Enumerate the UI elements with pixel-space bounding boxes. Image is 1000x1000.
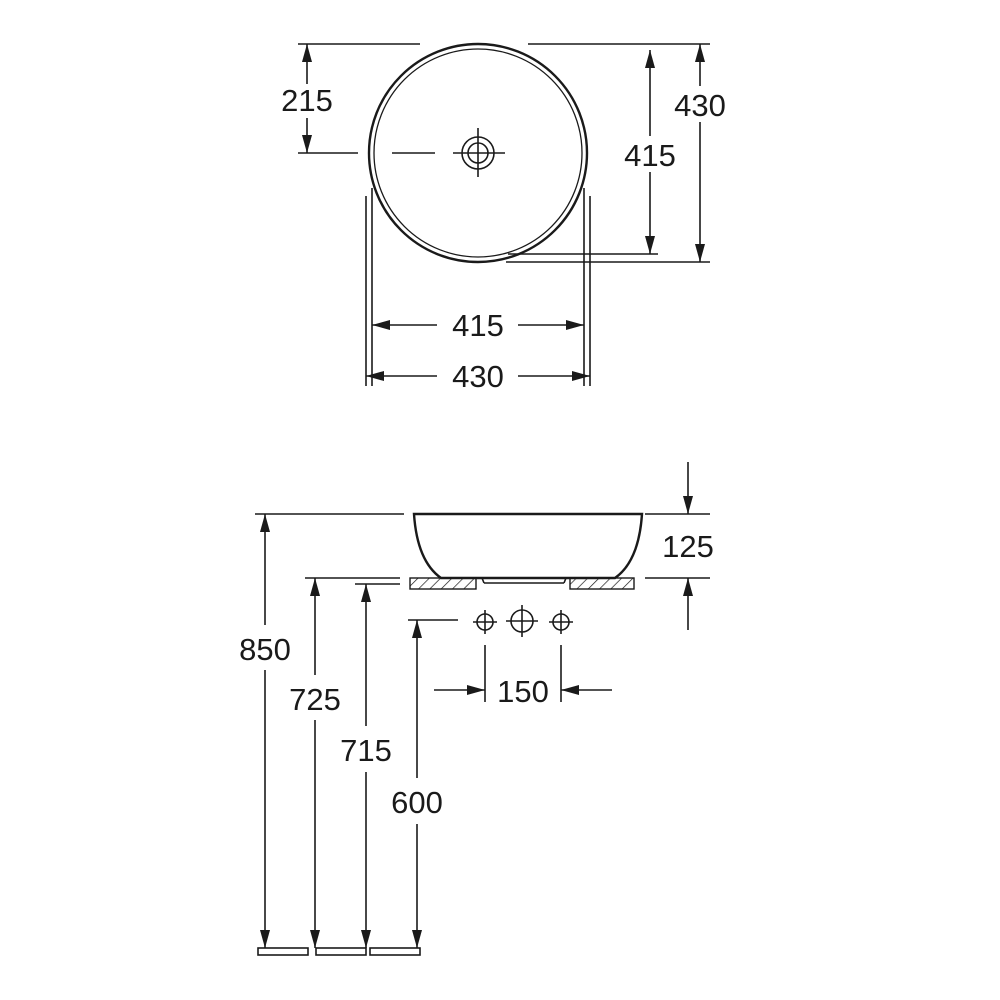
dim-850: 850	[239, 514, 291, 948]
dim-600-label: 600	[391, 785, 443, 820]
countertop-right	[569, 577, 635, 590]
floor-block-3	[369, 947, 421, 956]
dim-850-label: 850	[239, 632, 291, 667]
dim-430-horizontal: 430	[366, 359, 590, 394]
dim-415-vertical: 415	[624, 50, 676, 254]
dim-430-vertical: 430	[674, 44, 726, 262]
dim-415-horizontal-label: 415	[452, 308, 504, 343]
tap-hole-left-icon	[473, 610, 497, 634]
dim-430-horizontal-label: 430	[452, 359, 504, 394]
dim-725-label: 725	[289, 682, 341, 717]
dim-415-horizontal: 415	[372, 308, 584, 343]
dim-150: 150	[434, 645, 612, 709]
dim-215-label: 215	[281, 83, 333, 118]
floor-block-1	[257, 947, 309, 956]
basin-outer-rim	[367, 42, 589, 264]
tap-hole-right-icon	[549, 610, 573, 634]
countertop-left	[409, 577, 477, 590]
dim-600: 600	[391, 620, 443, 948]
dim-430-vertical-label: 430	[674, 88, 726, 123]
dim-125-label: 125	[662, 529, 714, 564]
basin-profile	[412, 512, 644, 580]
tap-hole-center-icon	[506, 605, 538, 637]
dim-415-vertical-label: 415	[624, 138, 676, 173]
drain-icon	[453, 128, 505, 177]
dim-715-label: 715	[340, 733, 392, 768]
dim-215: 215	[281, 44, 333, 153]
floor-block-2	[315, 947, 367, 956]
dim-715: 715	[340, 584, 392, 948]
dim-125: 125	[662, 462, 714, 630]
basin-inner-rim	[373, 48, 583, 258]
dim-150-label: 150	[497, 674, 549, 709]
plan-view: 215 430 415 415	[281, 42, 726, 394]
dim-725: 725	[289, 578, 341, 948]
side-view: 125 150	[239, 462, 714, 956]
